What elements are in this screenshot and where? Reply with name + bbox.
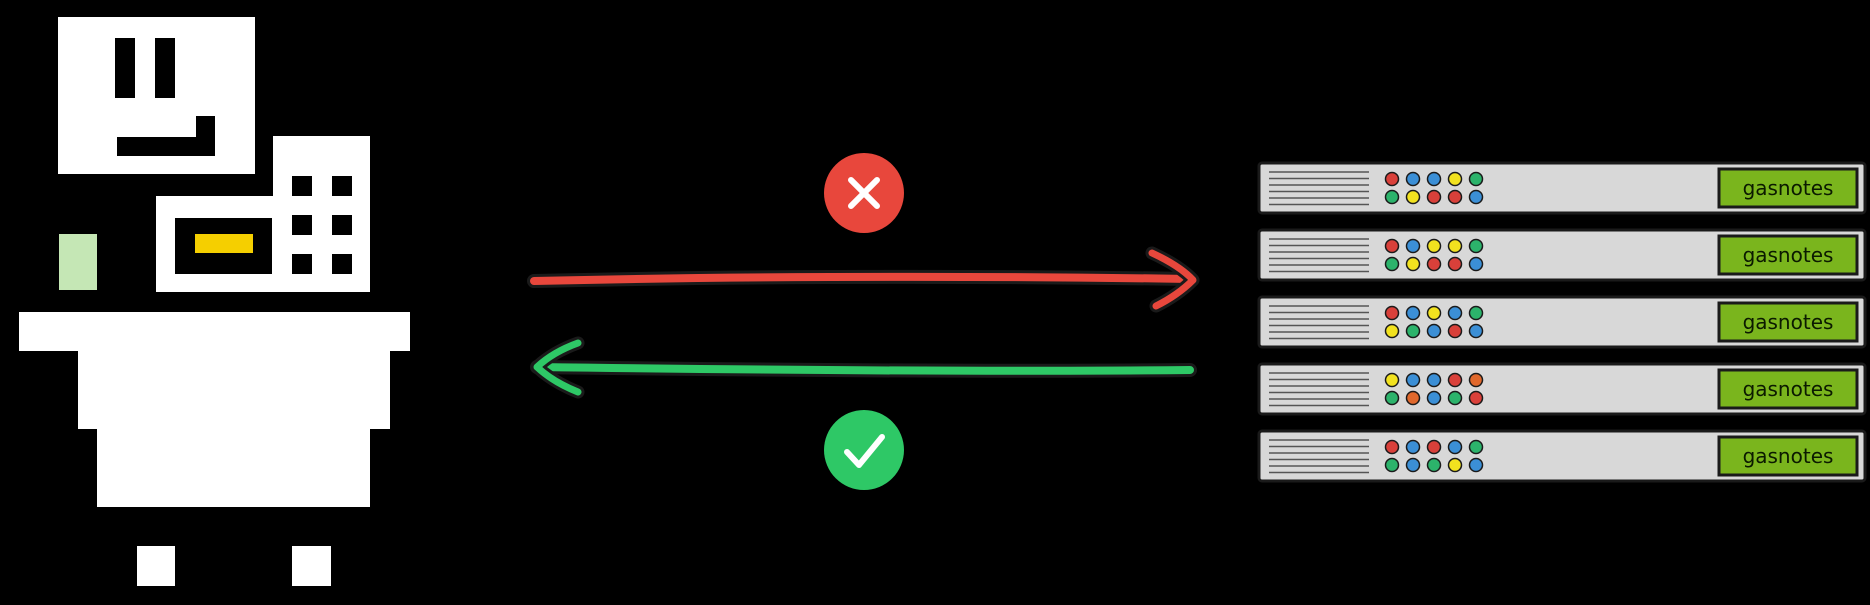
status-led xyxy=(1405,457,1421,473)
status-led xyxy=(1468,439,1484,455)
robot-button xyxy=(332,254,352,274)
status-led xyxy=(1447,457,1463,473)
status-led xyxy=(1384,189,1400,205)
status-led xyxy=(1405,305,1421,321)
success-badge xyxy=(824,410,904,490)
status-led xyxy=(1426,238,1442,254)
server-label-plate xyxy=(1717,368,1859,410)
status-led xyxy=(1384,390,1400,406)
robot-screen-slot xyxy=(195,234,253,253)
robot-body-lower xyxy=(97,429,370,507)
status-led xyxy=(1384,439,1400,455)
robot-mouth xyxy=(117,137,214,156)
server-label-plate xyxy=(1717,234,1859,276)
status-led xyxy=(1384,457,1400,473)
server-unit: gasnotes xyxy=(1257,429,1867,483)
status-led xyxy=(1405,171,1421,187)
robot-button xyxy=(332,176,352,196)
status-led xyxy=(1468,256,1484,272)
status-led xyxy=(1447,238,1463,254)
x-icon xyxy=(848,177,880,209)
status-led xyxy=(1384,238,1400,254)
status-led xyxy=(1468,305,1484,321)
vent-grille xyxy=(1269,238,1369,273)
robot-body xyxy=(78,351,390,429)
server-label: gasnotes xyxy=(1743,176,1834,200)
robot-console-upper xyxy=(273,136,370,196)
status-led xyxy=(1468,457,1484,473)
status-led xyxy=(1447,305,1463,321)
robot-client xyxy=(19,17,410,586)
robot-side-panel xyxy=(59,234,97,290)
status-led xyxy=(1384,323,1400,339)
status-led xyxy=(1447,171,1463,187)
vent-grille xyxy=(1269,171,1369,206)
status-led xyxy=(1405,439,1421,455)
server-unit: gasnotes xyxy=(1257,161,1867,215)
server-unit: gasnotes xyxy=(1257,228,1867,282)
status-led xyxy=(1384,372,1400,388)
status-led xyxy=(1405,189,1421,205)
status-led xyxy=(1447,372,1463,388)
server-unit: gasnotes xyxy=(1257,362,1867,416)
status-led xyxy=(1426,390,1442,406)
status-led xyxy=(1405,372,1421,388)
response-arrow xyxy=(530,336,1197,399)
status-led xyxy=(1468,238,1484,254)
status-led xyxy=(1426,305,1442,321)
server-label-plate xyxy=(1717,435,1859,477)
request-arrow xyxy=(527,246,1200,313)
status-led xyxy=(1405,256,1421,272)
robot-button xyxy=(292,215,312,235)
status-led xyxy=(1426,457,1442,473)
status-led xyxy=(1468,189,1484,205)
status-led xyxy=(1405,390,1421,406)
status-led xyxy=(1447,189,1463,205)
server-label: gasnotes xyxy=(1743,377,1834,401)
robot-desk-top xyxy=(19,312,410,351)
status-led xyxy=(1426,323,1442,339)
status-led xyxy=(1384,171,1400,187)
status-led xyxy=(1384,305,1400,321)
robot-mouth-corner xyxy=(196,116,215,156)
robot-foot xyxy=(137,546,175,586)
status-led xyxy=(1447,439,1463,455)
status-led xyxy=(1468,323,1484,339)
status-led xyxy=(1447,256,1463,272)
status-led xyxy=(1426,171,1442,187)
status-led xyxy=(1426,439,1442,455)
status-led xyxy=(1384,256,1400,272)
vent-grille xyxy=(1269,439,1369,474)
server-label: gasnotes xyxy=(1743,243,1834,267)
server-label-plate xyxy=(1717,301,1859,343)
server-label: gasnotes xyxy=(1743,444,1834,468)
server-unit: gasnotes xyxy=(1257,295,1867,349)
status-led xyxy=(1447,323,1463,339)
status-led xyxy=(1405,238,1421,254)
status-led xyxy=(1405,323,1421,339)
status-led xyxy=(1468,171,1484,187)
server-label-plate xyxy=(1717,167,1859,209)
robot-button xyxy=(292,176,312,196)
robot-button xyxy=(332,215,352,235)
server-rack: gasnotes gasnotes gasnotes gasnotes gasnotes xyxy=(1257,161,1867,483)
checkmark-icon xyxy=(844,434,885,468)
status-led xyxy=(1426,372,1442,388)
robot-button xyxy=(292,254,312,274)
status-led xyxy=(1426,189,1442,205)
robot-eye xyxy=(115,38,135,98)
error-badge xyxy=(824,153,904,233)
status-led xyxy=(1447,390,1463,406)
status-led xyxy=(1426,256,1442,272)
vent-grille xyxy=(1269,305,1369,340)
robot-eye xyxy=(155,38,175,98)
vent-grille xyxy=(1269,372,1369,407)
robot-foot xyxy=(292,546,331,586)
status-led xyxy=(1468,390,1484,406)
status-led xyxy=(1468,372,1484,388)
server-label: gasnotes xyxy=(1743,310,1834,334)
